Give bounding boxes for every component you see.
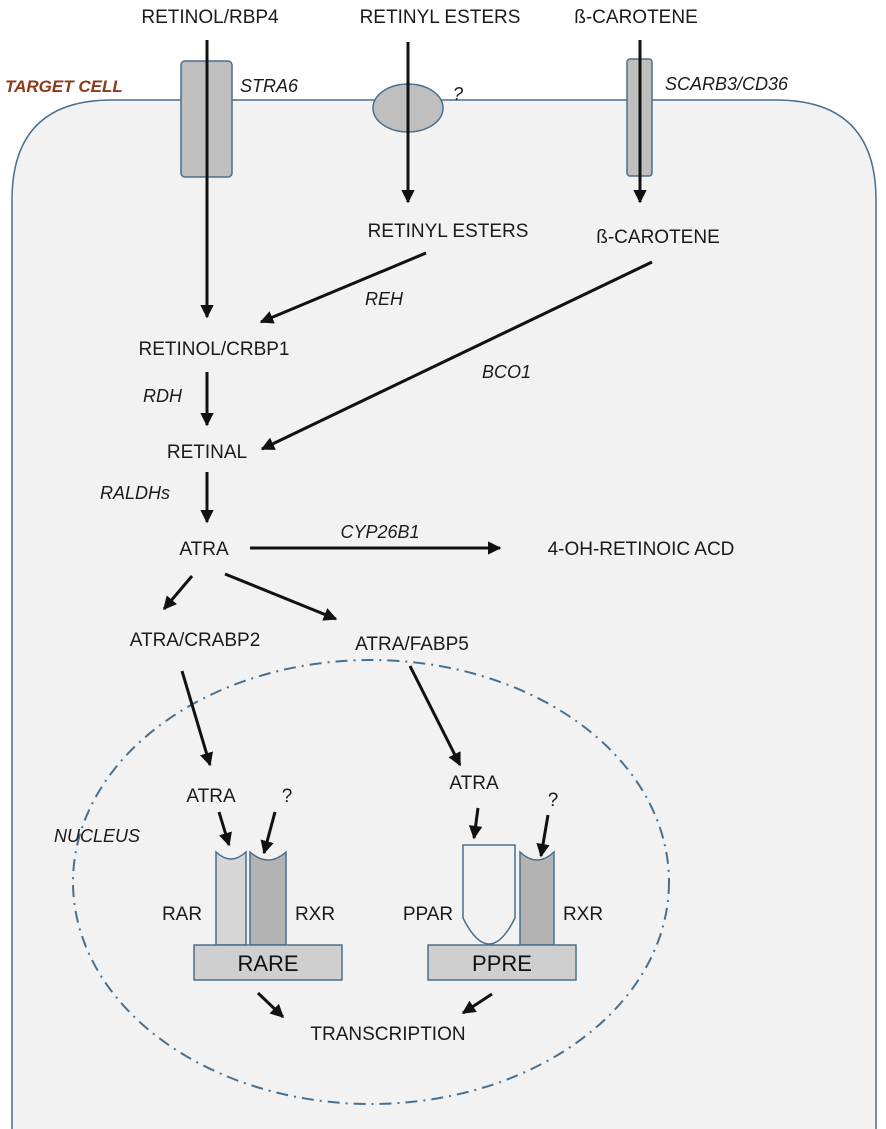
arrow-unknown-to-rxr-right xyxy=(536,814,550,858)
label-rxr-right: RXR xyxy=(563,904,603,925)
label-retinyl-esters-inside: RETINYL ESTERS xyxy=(368,221,529,242)
arrow-unknown-to-rxr-left xyxy=(260,811,277,855)
label-bcarotene-inside: ß-CAROTENE xyxy=(596,227,720,248)
label-rxr-left: RXR xyxy=(295,904,335,925)
arrow-atra-to-rar xyxy=(217,811,232,847)
label-rdh: RDH xyxy=(143,386,183,406)
label-stra6: STRA6 xyxy=(240,76,299,96)
arrow-fabp5-to-nucleus xyxy=(408,665,462,767)
label-atra-fabp5: ATRA/FABP5 xyxy=(355,634,469,655)
rxr-receptor-right xyxy=(519,850,555,946)
label-cyp26b1: CYP26B1 xyxy=(340,522,419,542)
label-bcarotene-outside: ß-CAROTENE xyxy=(574,7,698,28)
arrow-atra-to-fabp5 xyxy=(224,572,338,621)
label-retinol-crbp1: RETINOL/CRBP1 xyxy=(139,339,290,360)
arrow-reh xyxy=(259,251,427,324)
arrow-bco1 xyxy=(260,260,653,451)
label-unknown-rxr-right: ? xyxy=(548,790,559,811)
arrow-atra-to-ppar xyxy=(468,807,483,840)
label-transcription: TRANSCRIPTION xyxy=(310,1024,465,1045)
label-unknown-rxr-left: ? xyxy=(282,786,293,807)
label-nucleus: NUCLEUS xyxy=(54,826,140,846)
label-atra-ppar: ATRA xyxy=(449,773,499,794)
arrow-rare-to-transcription xyxy=(256,991,285,1019)
label-atra: ATRA xyxy=(179,539,229,560)
label-rar: RAR xyxy=(162,904,202,925)
label-unknown-transporter: ? xyxy=(453,84,463,104)
label-atra-rar: ATRA xyxy=(186,786,236,807)
nucleus-envelope xyxy=(72,659,670,1105)
label-bco1: BCO1 xyxy=(482,362,531,382)
ppar-receptor xyxy=(462,844,516,945)
label-scarb3-cd36: SCARB3/CD36 xyxy=(665,74,789,94)
arrow-atra-to-crabp2 xyxy=(162,575,194,611)
label-raldhs: RALDHs xyxy=(100,483,170,503)
label-target-cell: TARGET CELL xyxy=(5,77,123,96)
label-ppre: PPRE xyxy=(472,951,532,976)
label-retinol-rbp4: RETINOL/RBP4 xyxy=(141,7,279,28)
arrow-crabp2-to-nucleus xyxy=(180,670,214,767)
arrow-ppre-to-transcription xyxy=(461,992,493,1015)
label-retinal: RETINAL xyxy=(167,442,247,463)
label-rare: RARE xyxy=(237,951,298,976)
ppre-element-box xyxy=(427,944,577,981)
label-reh: REH xyxy=(365,289,404,309)
rare-element-box xyxy=(193,944,343,981)
label-ppar: PPAR xyxy=(403,904,453,925)
label-retinyl-esters-outside: RETINYL ESTERS xyxy=(360,7,521,28)
rar-receptor xyxy=(215,850,247,946)
label-atra-crabp2: ATRA/CRABP2 xyxy=(130,630,261,651)
label-4-oh-retinoic-acid: 4-OH-RETINOIC ACD xyxy=(548,539,735,560)
rxr-receptor-left xyxy=(249,850,287,946)
